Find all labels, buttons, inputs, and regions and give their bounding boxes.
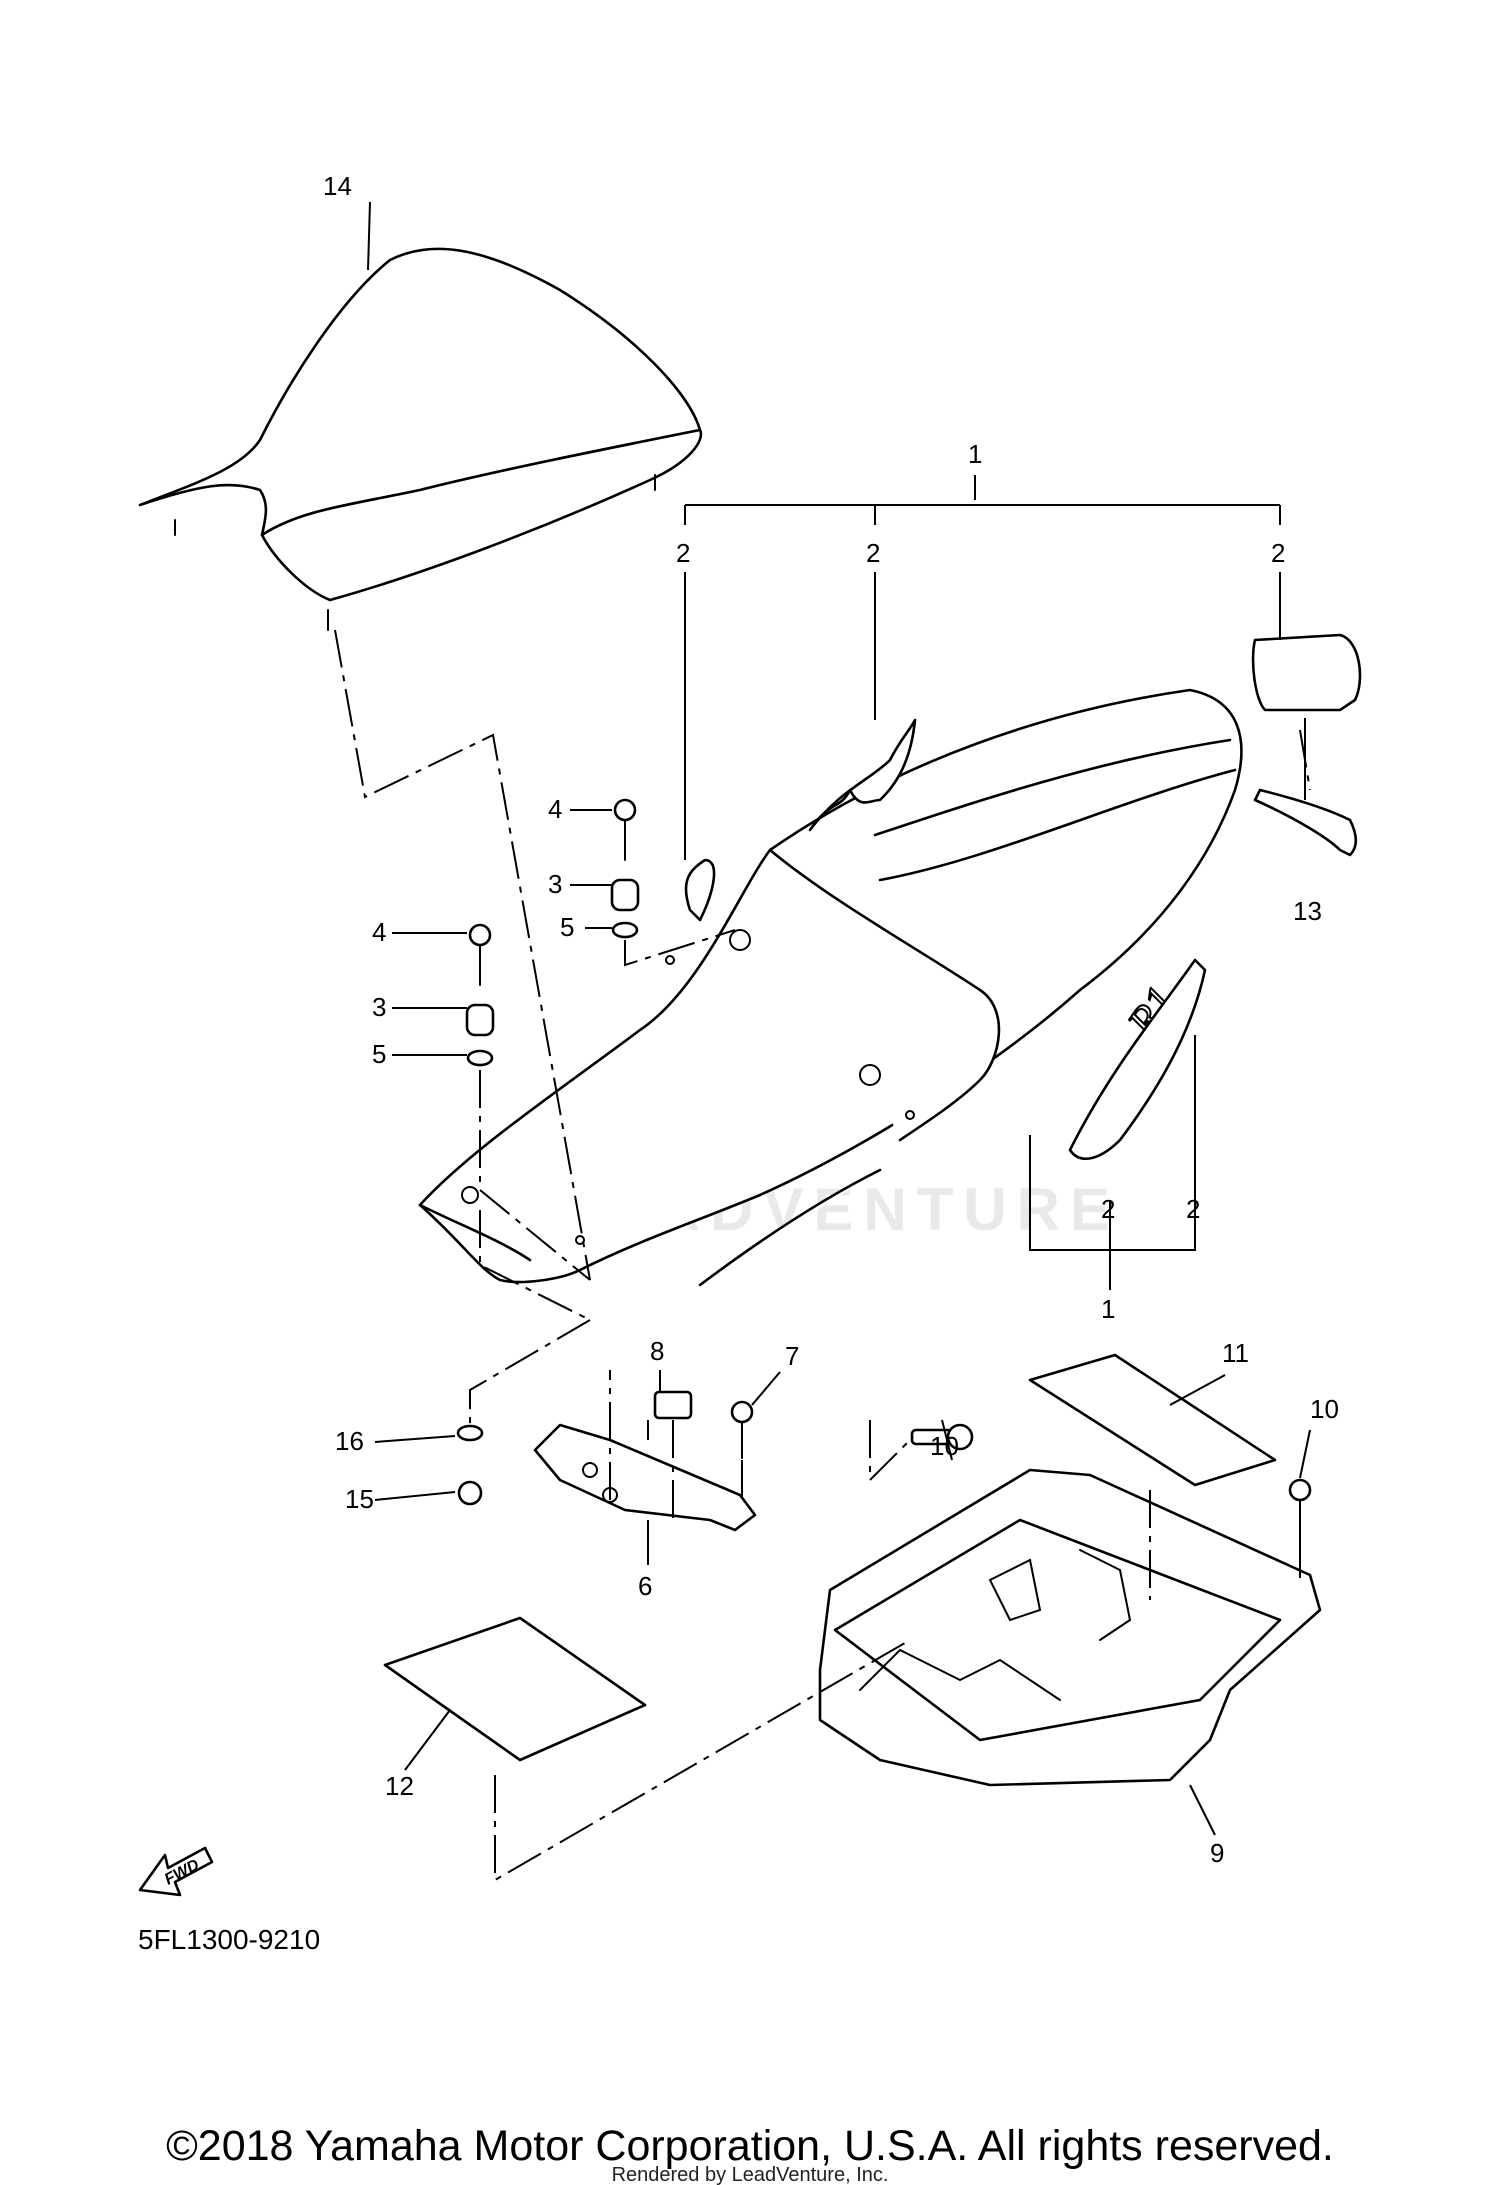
callout-14: 14 (323, 171, 352, 201)
sheet-part12 (383, 1616, 647, 1762)
screw-part7 (730, 1400, 754, 1459)
callout-10-right: 10 (1310, 1394, 1339, 1424)
callout-16: 16 (335, 1426, 364, 1456)
callout-7: 7 (785, 1341, 799, 1371)
callout-9: 9 (1210, 1838, 1224, 1868)
callout-2-mid: 2 (866, 538, 880, 568)
callout-8: 8 (650, 1336, 664, 1366)
callout-5-lower: 5 (372, 1039, 386, 1069)
bolt-part10-left (910, 1423, 974, 1451)
callout-10-left: 10 (930, 1431, 959, 1461)
seat-bracket-plate (533, 1423, 757, 1532)
callout-4-upper: 4 (548, 794, 562, 824)
callout-3-upper: 3 (548, 869, 562, 899)
callout-15: 15 (345, 1484, 374, 1514)
diagram-code: 5FL1300-9210 (138, 1924, 321, 1955)
callout-numbers: 14 1 2 2 2 13 4 3 5 4 3 5 2 2 1 8 7 11 1… (323, 171, 1339, 1868)
callout-2-lower-left: 2 (1101, 1194, 1115, 1224)
callout-3-lower: 3 (372, 992, 386, 1022)
fastener-stack-lower (465, 923, 495, 1067)
bolt-part10-right (1288, 1478, 1312, 1541)
copyright-notice: ©2018 Yamaha Motor Corporation, U.S.A. A… (166, 2122, 1334, 2170)
callout-1-top: 1 (968, 439, 982, 469)
clip-nut (653, 1390, 693, 1420)
callout-12: 12 (385, 1771, 414, 1801)
callout-leader-lines (367, 201, 1311, 1836)
forward-direction-arrow: FWD (138, 1846, 214, 1897)
rider-seat (138, 247, 703, 631)
callout-2-left: 2 (676, 538, 690, 568)
callout-6: 6 (638, 1571, 652, 1601)
callout-2-right: 2 (1271, 538, 1285, 568)
callout-1-bottom: 1 (1101, 1294, 1115, 1324)
callout-5-upper: 5 (560, 912, 574, 942)
fastener-stack-upper (610, 798, 640, 939)
callout-13: 13 (1293, 896, 1322, 926)
pad-part11 (1028, 1353, 1277, 1487)
nut-part15 (457, 1480, 483, 1506)
storage-tray (818, 1468, 1322, 1787)
seat-cowl: R1 (418, 688, 1243, 1287)
tail-strap (1253, 788, 1358, 857)
callout-11: 11 (1222, 1338, 1249, 1368)
callout-2-lower-right: 2 (1186, 1194, 1200, 1224)
graphics-decals (684, 633, 1362, 1160)
rendered-by-credit: Rendered by LeadVenture, Inc. (611, 2164, 889, 2185)
callout-4-lower: 4 (372, 917, 386, 947)
washer-part16 (456, 1424, 484, 1442)
